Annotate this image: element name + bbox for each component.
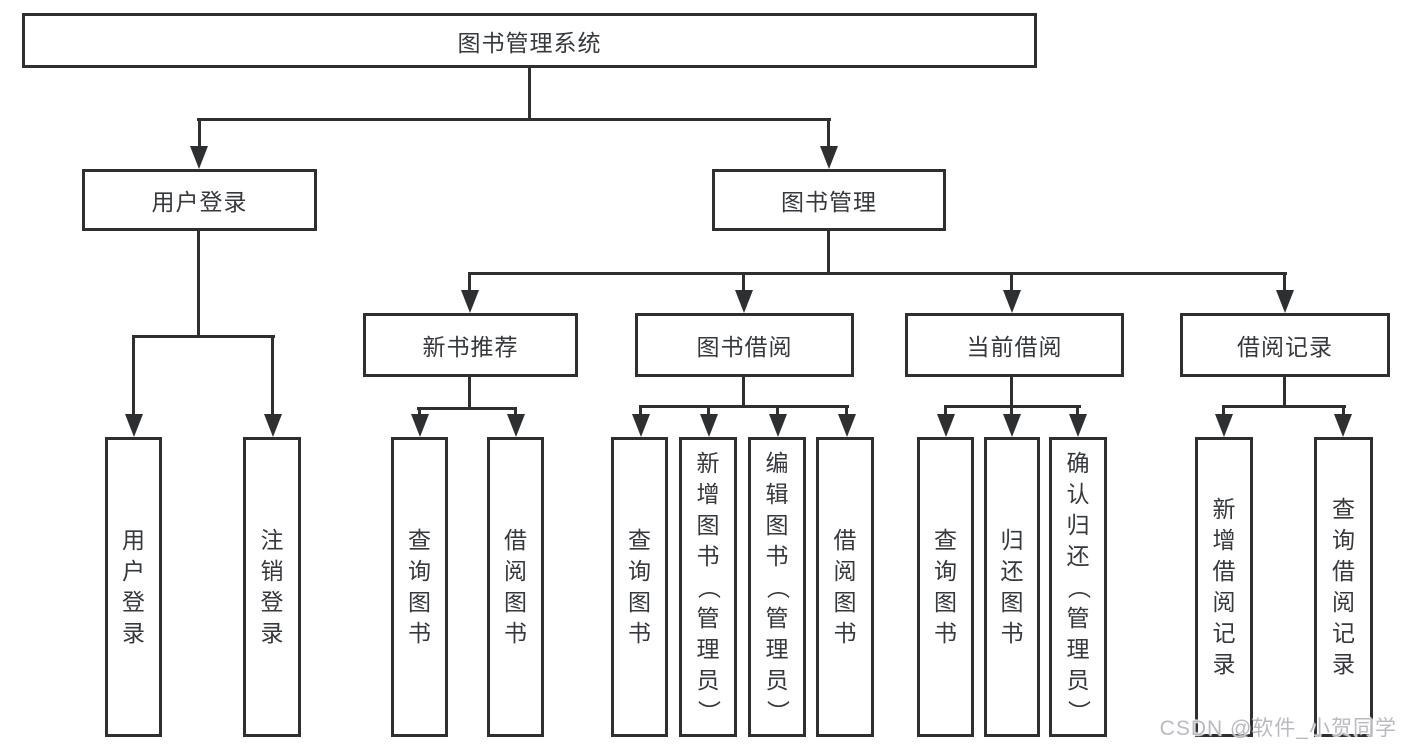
connector-to-borrow-records <box>1283 272 1286 292</box>
arrowhead-book-borrow <box>735 290 753 313</box>
leaf-borrow-edit-books-admin: 编辑图书（管理员） <box>748 437 806 737</box>
node-book-borrow: 图书借阅 <box>635 313 854 377</box>
leaf-logout-label: 注销登录 <box>260 527 284 646</box>
node-current-borrow-label: 当前借阅 <box>966 334 1063 360</box>
node-user-login-label: 用户登录 <box>151 189 248 215</box>
connector-to-leaf-nb-query <box>418 407 421 417</box>
leaf-newbook-query-books: 查询图书 <box>391 437 448 737</box>
connector-to-leaf-user-login <box>132 335 135 415</box>
connector-to-book-management <box>827 118 830 147</box>
leaf-borrow-edit-books-admin-label: 编辑图书（管理员） <box>764 449 791 723</box>
arrowhead-user-login <box>190 146 208 169</box>
leaf-newbook-borrow-books-label: 借阅图书 <box>504 527 527 646</box>
leaf-borrow-add-books-admin-label: 新增图书（管理员） <box>695 449 722 723</box>
leaf-current-confirm-return-admin: 确认归还（管理员） <box>1049 437 1107 737</box>
arrowhead-leaf-cb-confirm <box>1069 414 1087 437</box>
leaf-records-add-borrow-record-label: 新增借阅记录 <box>1212 496 1236 677</box>
connector-to-leaf-bb-query <box>639 405 642 417</box>
connector-to-leaf-bb-edit <box>776 405 779 417</box>
arrowhead-leaf-cb-return <box>1003 414 1021 437</box>
leaf-records-query-borrow-record: 查询借阅记录 <box>1314 437 1373 737</box>
node-book-borrow-label: 图书借阅 <box>696 334 793 360</box>
leaf-current-query-books-label: 查询图书 <box>934 527 957 646</box>
connector-new-book-stem <box>468 377 471 410</box>
connector-to-leaf-br-query <box>1342 405 1345 417</box>
connector-borrow-records-stem <box>1283 377 1286 408</box>
connector-root-split <box>197 118 831 121</box>
leaf-user-login: 用户登录 <box>105 437 162 737</box>
connector-to-leaf-cb-return <box>1010 405 1013 417</box>
arrowhead-leaf-bb-add <box>700 414 718 437</box>
csdn-watermark: CSDN @软件_小贺同学 <box>1159 717 1397 740</box>
arrowhead-leaf-logout <box>264 414 282 437</box>
node-book-management: 图书管理 <box>712 169 946 231</box>
connector-to-leaf-cb-confirm <box>1076 405 1079 417</box>
arrowhead-leaf-bb-borrow <box>838 414 856 437</box>
connector-to-leaf-logout <box>271 335 274 415</box>
arrowhead-leaf-br-add <box>1215 414 1233 437</box>
connector-to-leaf-nb-borrow <box>514 407 517 417</box>
node-current-borrow: 当前借阅 <box>905 313 1124 377</box>
node-new-book-recommend-label: 新书推荐 <box>422 334 519 360</box>
node-borrow-records-label: 借阅记录 <box>1237 334 1333 360</box>
leaf-borrow-borrow-books-label: 借阅图书 <box>833 527 857 646</box>
leaf-borrow-add-books-admin: 新增图书（管理员） <box>679 437 737 737</box>
connector-to-user-login <box>198 118 201 147</box>
connector-to-new-book-recommend <box>468 272 471 292</box>
connector-user-login-split <box>132 335 275 338</box>
leaf-logout: 注销登录 <box>243 437 301 737</box>
connector-book-management-split <box>468 272 1287 275</box>
connector-new-book-split <box>417 407 517 410</box>
node-user-login: 用户登录 <box>82 169 317 231</box>
connector-to-book-borrow <box>742 272 745 292</box>
connector-to-leaf-cb-query <box>944 405 947 417</box>
arrowhead-leaf-bb-query <box>632 414 650 437</box>
arrowhead-leaf-br-query <box>1334 414 1352 437</box>
connector-user-login-stem <box>197 231 200 338</box>
leaf-newbook-borrow-books: 借阅图书 <box>487 437 544 737</box>
arrowhead-new-book-recommend <box>461 290 479 313</box>
leaf-current-query-books: 查询图书 <box>917 437 974 737</box>
connector-to-current-borrow <box>1010 272 1013 292</box>
leaf-borrow-query-books: 查询图书 <box>611 437 668 737</box>
arrowhead-current-borrow <box>1003 290 1021 313</box>
arrowhead-leaf-user-login <box>125 414 143 437</box>
leaf-records-query-borrow-record-label: 查询借阅记录 <box>1332 496 1355 677</box>
connector-current-borrow-stem <box>1010 377 1013 408</box>
leaf-newbook-query-books-label: 查询图书 <box>408 527 431 646</box>
leaf-current-return-books-label: 归还图书 <box>1000 527 1024 646</box>
arrowhead-leaf-bb-edit <box>769 414 787 437</box>
arrowhead-leaf-cb-query <box>937 414 955 437</box>
node-root-label: 图书管理系统 <box>457 29 602 56</box>
node-book-management-label: 图书管理 <box>781 189 877 215</box>
leaf-current-confirm-return-admin-label: 确认归还（管理员） <box>1065 449 1092 723</box>
connector-book-borrow-split <box>639 405 849 408</box>
arrowhead-book-management <box>820 146 838 169</box>
connector-book-management-stem <box>827 231 830 275</box>
connector-book-borrow-stem <box>742 377 745 408</box>
connector-to-leaf-bb-borrow <box>845 405 848 417</box>
arrowhead-leaf-nb-query <box>411 414 429 437</box>
leaf-user-login-label: 用户登录 <box>122 527 145 646</box>
node-borrow-records: 借阅记录 <box>1180 313 1390 377</box>
node-new-book-recommend: 新书推荐 <box>363 313 578 377</box>
node-root: 图书管理系统 <box>22 13 1037 68</box>
leaf-current-return-books: 归还图书 <box>984 437 1040 737</box>
connector-to-leaf-bb-add <box>707 405 710 417</box>
arrowhead-borrow-records <box>1276 290 1294 313</box>
connector-to-leaf-br-add <box>1222 405 1225 417</box>
leaf-records-add-borrow-record: 新增借阅记录 <box>1195 437 1253 737</box>
leaf-borrow-borrow-books: 借阅图书 <box>816 437 874 737</box>
leaf-borrow-query-books-label: 查询图书 <box>628 527 651 646</box>
connector-borrow-records-split <box>1222 405 1346 408</box>
connector-root-stem <box>528 68 531 121</box>
arrowhead-leaf-nb-borrow <box>507 414 525 437</box>
